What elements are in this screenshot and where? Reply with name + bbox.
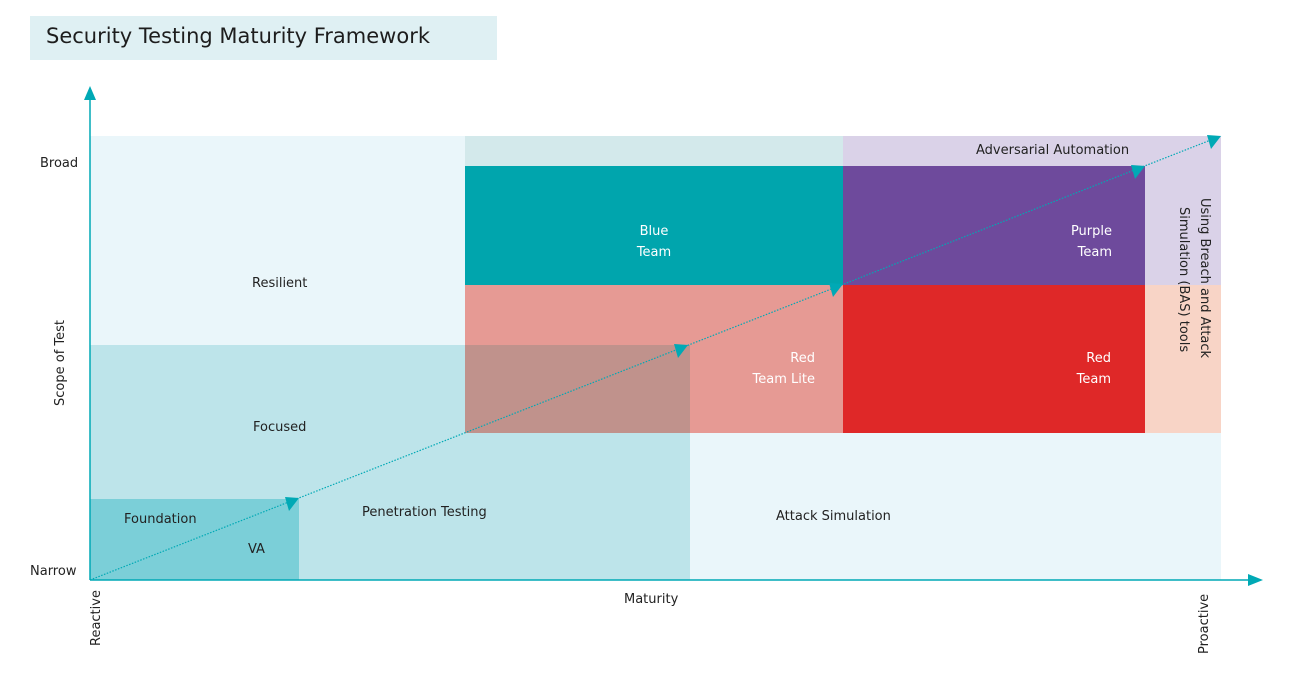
zone-attack-simulation xyxy=(690,433,1221,580)
label-line: Red xyxy=(1086,351,1111,366)
progression-arrowheads xyxy=(285,135,1221,511)
x-tick-proactive: Proactive xyxy=(1197,593,1212,654)
arrowhead-icon xyxy=(1207,135,1221,149)
y-axis-label: Scope of Test xyxy=(53,320,68,406)
label-va: VA xyxy=(248,542,265,557)
x-axis-label: Maturity xyxy=(624,592,679,607)
y-tick-broad: Broad xyxy=(40,156,79,171)
label-resilient: Resilient xyxy=(252,276,308,291)
zone-purple-team xyxy=(843,166,1145,285)
arrowhead-icon xyxy=(829,283,843,297)
label-line: Team Lite xyxy=(752,372,815,387)
x-axis-arrow-icon xyxy=(1248,574,1263,586)
zone-resilient-bg xyxy=(90,136,465,345)
x-tick-reactive: Reactive xyxy=(89,590,104,646)
label-attack-simulation: Attack Simulation xyxy=(776,509,891,524)
y-axis-arrow-icon xyxy=(84,86,96,100)
label-line: Using Breach and Attack xyxy=(1197,198,1212,359)
arrowhead-icon xyxy=(674,344,688,358)
label-focused: Focused xyxy=(253,420,307,435)
label-line: Team xyxy=(636,245,672,260)
title-banner: Security Testing Maturity Framework xyxy=(30,16,497,60)
label-line: Simulation (BAS) tools xyxy=(1176,207,1191,353)
zone-red-team xyxy=(843,285,1145,433)
label-line: Team xyxy=(1077,245,1112,260)
zone-blue-team xyxy=(465,166,843,285)
arrowhead-icon xyxy=(285,497,299,511)
page-title: Security Testing Maturity Framework xyxy=(46,24,430,48)
y-tick-narrow: Narrow xyxy=(30,564,77,579)
label-penetration-testing: Penetration Testing xyxy=(362,505,487,520)
label-foundation: Foundation xyxy=(124,512,197,527)
label-line: Team xyxy=(1076,372,1111,387)
label-line: Red xyxy=(790,351,815,366)
zone-pen-testing xyxy=(465,433,690,580)
label-line: Purple xyxy=(1070,224,1112,239)
zone-blue-top-band xyxy=(465,136,843,166)
label-bas-tools: Using Breach and Attack Simulation (BAS) … xyxy=(1173,198,1215,358)
label-adversarial-automation: Adversarial Automation xyxy=(976,143,1130,158)
zone-bas xyxy=(1145,285,1221,433)
arrowhead-icon xyxy=(1131,165,1145,179)
label-line: Blue xyxy=(639,224,669,239)
